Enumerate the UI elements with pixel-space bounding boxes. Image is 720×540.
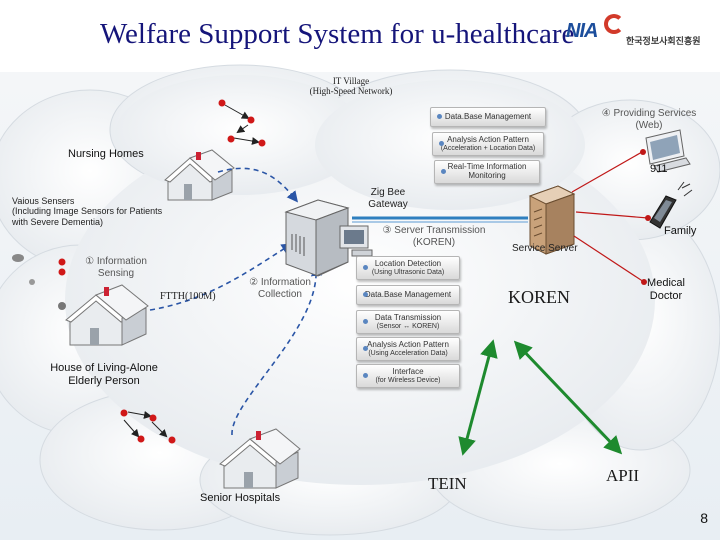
nia-logo: NIA 한국정보사회진흥원	[566, 14, 716, 50]
zigbee-line-2: Gateway	[368, 198, 408, 210]
box-database-management-top: Data.Base Management	[430, 107, 546, 127]
medical-doctor-label: Medical Doctor	[636, 277, 696, 302]
box-interface: Interface (for Wireless Device)	[356, 364, 460, 388]
server-tx-line-1: ③ Server Transmission	[382, 225, 486, 236]
zigbee-gateway-icon	[284, 199, 373, 277]
bullet-icon	[363, 373, 368, 378]
bullet-icon	[441, 169, 446, 174]
house-line-1: House of Living-Alone	[50, 362, 158, 374]
bullet-icon	[363, 346, 368, 351]
box-analysis-action-mid: Analysis Action Pattern (Using Accelerat…	[356, 337, 460, 361]
bullet-icon	[439, 141, 444, 146]
box-sub-text: (for Wireless Device)	[375, 376, 441, 384]
house-line-2: Elderly Person	[68, 374, 140, 387]
medical-line-2: Doctor	[649, 289, 683, 302]
providing-services-label: ④ Providing Services (Web)	[594, 108, 704, 131]
nursing-homes-label: Nursing Homes	[68, 148, 144, 160]
house-living-alone-icon	[65, 284, 149, 346]
info-sensing-label: ① Information Sensing	[76, 256, 156, 279]
it-village-subtitle: (High-Speed Network)	[309, 86, 393, 97]
service-server-label: Service Server	[512, 243, 578, 254]
box-main-text: Data Transmission	[374, 312, 442, 322]
box-sub-text: (Using Acceleration Data)	[368, 349, 448, 357]
sensors-label: Vaious Sensers (Including Image Sensors …	[12, 196, 162, 227]
sensor-cluster-nursing	[218, 99, 266, 147]
box-analysis-action-top: Analysis Action Pattern (Acceleration + …	[432, 132, 544, 156]
box-data-transmission: Data Transmission (Sensor ↔ KOREN)	[356, 310, 460, 334]
box-main-text: Analysis Action Pattern	[447, 134, 529, 144]
family-label: Family	[664, 225, 697, 237]
box-main-text: Data.Base Management	[444, 111, 532, 121]
sensors-line-1: Vaious Sensers	[12, 196, 75, 206]
mobile-phone-icon	[649, 181, 693, 229]
box-main-text: Analysis Action Pattern	[367, 339, 449, 349]
tein-label: TEIN	[428, 474, 467, 493]
info-collection-label: ② Information Collection	[240, 277, 320, 300]
koren-label: KOREN	[508, 287, 570, 307]
page-number: 8	[700, 510, 708, 526]
server-transmission-label: ③ Server Transmission (KOREN)	[372, 225, 496, 248]
it-village-title: IT Village	[332, 76, 370, 86]
server-tx-line-2: (KOREN)	[412, 236, 456, 248]
service-server-icon	[528, 185, 576, 255]
info-sensing-line-2: Sensing	[97, 267, 135, 279]
link-server-to-web	[571, 151, 643, 193]
link-nursing-to-gateway	[217, 167, 298, 203]
house-senior-hospital-icon	[219, 428, 301, 489]
computer-icon	[645, 129, 691, 173]
logo-mark: NIA	[566, 20, 598, 42]
link-server-to-doctor	[573, 235, 645, 283]
it-village-label: IT Village (High-Speed Network)	[296, 76, 406, 97]
info-collection-line-2: Collection	[258, 288, 302, 300]
box-main-text: Location Detection	[374, 258, 442, 268]
arrow-koren-tein	[458, 339, 498, 456]
providing-line-2: (Web)	[635, 119, 663, 131]
sensor-cluster-hospital	[120, 409, 176, 444]
box-sub-text: (Sensor ↔ KOREN)	[376, 322, 440, 330]
bullet-icon	[363, 265, 368, 270]
info-collection-line-1: ② Information	[249, 277, 311, 288]
sensors-line-2: (Including Image Sensors for Patients	[12, 206, 163, 217]
link-server-to-phone	[575, 211, 649, 219]
logo-korean-text: 한국정보사회진흥원	[626, 37, 701, 47]
link-alone-to-gateway	[149, 243, 293, 311]
providing-line-1: ④ Providing Services	[601, 108, 697, 119]
slide-title: Welfare Support System for u-healthcare	[100, 18, 575, 50]
house-nursing-home-icon	[164, 149, 235, 201]
box-main-text: Real-Time Information	[447, 162, 527, 172]
box-main-text: Interface	[392, 366, 424, 376]
bullet-icon	[437, 114, 442, 119]
zigbee-line-1: Zig Bee	[370, 187, 406, 198]
box-sub-text: Monitoring	[468, 171, 506, 180]
box-sub-text: (Using Ultrasonic Data)	[371, 268, 445, 276]
senior-hospitals-label: Senior Hospitals	[200, 492, 281, 504]
label-911: 911	[650, 163, 668, 175]
zigbee-gateway-label: Zig Bee Gateway	[358, 187, 418, 210]
ftth-label: FTTH(100M)	[160, 291, 216, 302]
medical-line-1: Medical	[647, 277, 685, 289]
box-database-management-mid: Data.Base Management	[356, 285, 460, 305]
box-location-detection: Location Detection (Using Ultrasonic Dat…	[356, 256, 460, 280]
house-living-alone-label: House of Living-Alone Elderly Person	[30, 362, 178, 387]
info-sensing-line-1: ① Information	[85, 256, 147, 267]
box-sub-text: (Acceleration + Location Data)	[440, 144, 536, 152]
bullet-icon	[363, 319, 368, 324]
box-realtime-monitoring: Real-Time Information Monitoring	[434, 160, 540, 184]
arrow-koren-apii	[513, 340, 623, 455]
logo-ring-icon	[604, 14, 624, 34]
bullet-icon	[363, 292, 368, 297]
apii-label: APII	[606, 466, 640, 485]
box-main-text: Data.Base Management	[364, 289, 452, 299]
sensor-cluster-left	[12, 254, 66, 310]
sensors-line-3: with Severe Dementia)	[12, 216, 104, 227]
